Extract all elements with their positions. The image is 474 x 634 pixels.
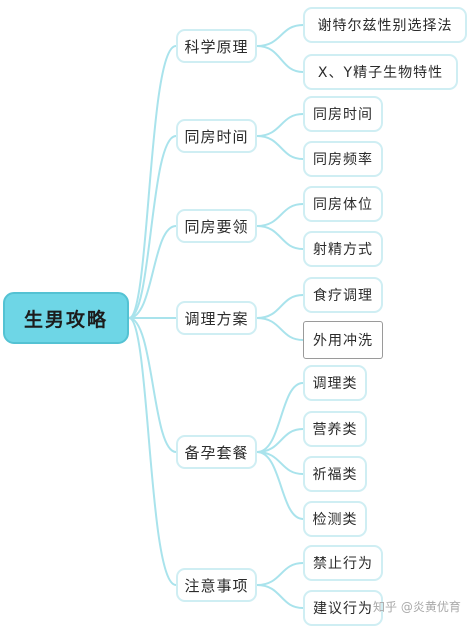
connector-branch1-leaf2: [256, 45, 304, 73]
connector-branch5-leaf2: [256, 428, 304, 453]
watermark: 知乎 @炎黄优育: [373, 600, 461, 614]
connector-branch2-leaf1: [256, 113, 304, 137]
leaf-node-recommended-behaviors[interactable]: 建议行为: [303, 590, 383, 626]
connector-root-branch-2: [128, 135, 177, 319]
connector-branch5-leaf3: [256, 451, 304, 475]
branch-node-pregnancy-prep-package[interactable]: 备孕套餐: [176, 435, 257, 469]
connector-branch3-leaf1: [256, 203, 304, 227]
branch-node-intercourse-essentials[interactable]: 同房要领: [176, 209, 257, 243]
branch-node-conditioning-plan[interactable]: 调理方案: [176, 301, 257, 335]
leaf-node-diet-therapy[interactable]: 食疗调理: [303, 277, 383, 313]
connector-root-branch-5: [128, 317, 177, 453]
branch-node-science-principle[interactable]: 科学原理: [176, 29, 257, 63]
leaf-node-frequency[interactable]: 同房频率: [303, 141, 383, 177]
leaf-node-prohibited-behaviors[interactable]: 禁止行为: [303, 545, 383, 581]
connector-branch6-leaf1: [256, 562, 304, 586]
connector-branch4-leaf1: [256, 294, 304, 319]
connector-branch5-leaf4: [256, 451, 304, 520]
connector-branch5-leaf1: [256, 382, 304, 453]
connector-branch1-leaf1: [256, 24, 304, 47]
leaf-node-conditioning-type[interactable]: 调理类: [303, 365, 367, 401]
connector-root-branch-6: [128, 317, 177, 586]
leaf-node-external-douche[interactable]: 外用冲洗: [303, 321, 383, 359]
leaf-node-timing[interactable]: 同房时间: [303, 96, 383, 132]
leaf-node-ejaculation[interactable]: 射精方式: [303, 231, 383, 267]
connector-root-branch-3: [128, 225, 177, 319]
leaf-node-testing-type[interactable]: 检测类: [303, 501, 367, 537]
leaf-node-nutrition-type[interactable]: 营养类: [303, 411, 367, 447]
connector-branch4-leaf2: [256, 317, 304, 341]
connector-root-branch-1: [128, 45, 177, 319]
connector-branch2-leaf2: [256, 135, 304, 160]
branch-node-precautions[interactable]: 注意事项: [176, 568, 257, 602]
leaf-node-blessing-type[interactable]: 祈福类: [303, 456, 367, 492]
leaf-node-position[interactable]: 同房体位: [303, 186, 383, 222]
connector-branch3-leaf2: [256, 225, 304, 250]
connector-branch6-leaf2: [256, 584, 304, 609]
root-node[interactable]: 生男攻略: [3, 292, 129, 344]
leaf-node-shettles-method[interactable]: 谢特尔兹性别选择法: [303, 7, 467, 43]
leaf-node-xy-sperm-traits[interactable]: X、Y精子生物特性: [303, 54, 458, 90]
branch-node-intercourse-timing[interactable]: 同房时间: [176, 119, 257, 153]
